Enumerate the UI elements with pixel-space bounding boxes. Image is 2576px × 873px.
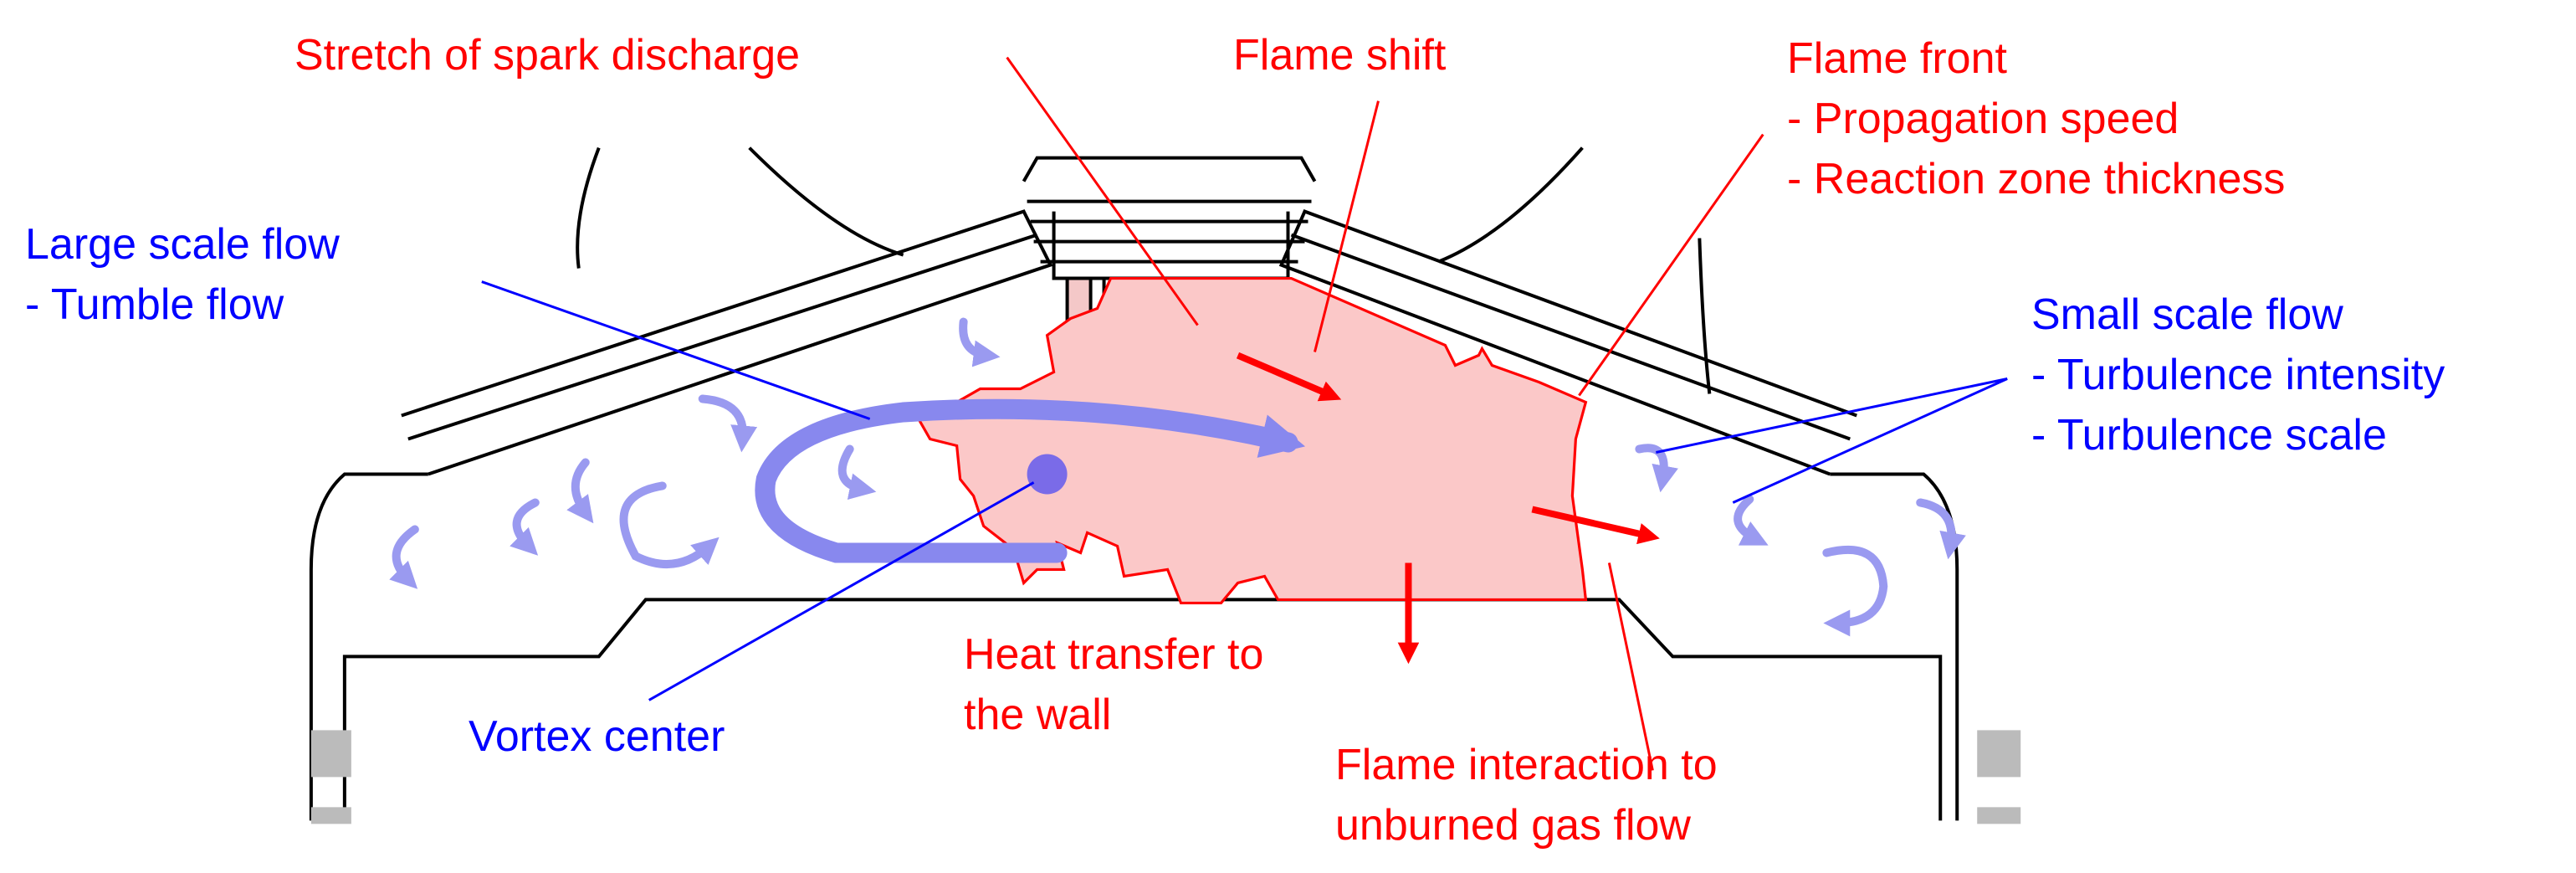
pent-roof [401,209,1857,476]
small-scale-flow-label: Small scale flow - Turbulence intensity … [2031,285,2445,465]
flame-interaction-label: Flame interaction to unburned gas flow [1335,735,1718,855]
flame-shift-label: Flame shift [1233,31,1447,80]
flame-front-label: Flame front - Propagation speed - Reacti… [1787,28,2285,209]
flame-front-title: Flame front [1787,34,2007,83]
heat-transfer-line1: Heat transfer to [964,630,1264,679]
tumble-flow-arrow [755,398,1306,563]
large-scale-flow-title: Large scale flow [25,220,340,269]
flame-interaction-line2: unburned gas flow [1335,801,1691,850]
cylinder-piston [309,472,1959,821]
spark-stretch-label: Stretch of spark discharge [294,31,801,80]
turbulent-eddies [389,317,1966,637]
large-scale-flow-item: - Tumble flow [25,280,284,329]
flame-front-item-thickness: - Reaction zone thickness [1787,155,2286,203]
blue-leader-lines [481,280,2008,701]
small-scale-flow-item-intensity: - Turbulence intensity [2031,351,2445,399]
vortex-center-dot [1027,454,1068,495]
heat-transfer-label: Heat transfer to the wall [964,624,1263,745]
large-scale-flow-label: Large scale flow - Tumble flow [25,214,340,335]
flame-interaction-line1: Flame interaction to [1335,741,1718,789]
small-scale-flow-title: Small scale flow [2031,290,2343,339]
valve-arcs [576,146,1712,394]
heat-transfer-line2: the wall [964,691,1112,739]
small-scale-flow-item-scale: - Turbulence scale [2031,411,2387,460]
flame-front-item-speed: - Propagation speed [1787,95,2179,143]
gaskets [310,730,2021,824]
process-arrows [1236,352,1660,665]
vortex-center-label: Vortex center [469,712,725,761]
red-leader-lines [1006,56,1764,771]
